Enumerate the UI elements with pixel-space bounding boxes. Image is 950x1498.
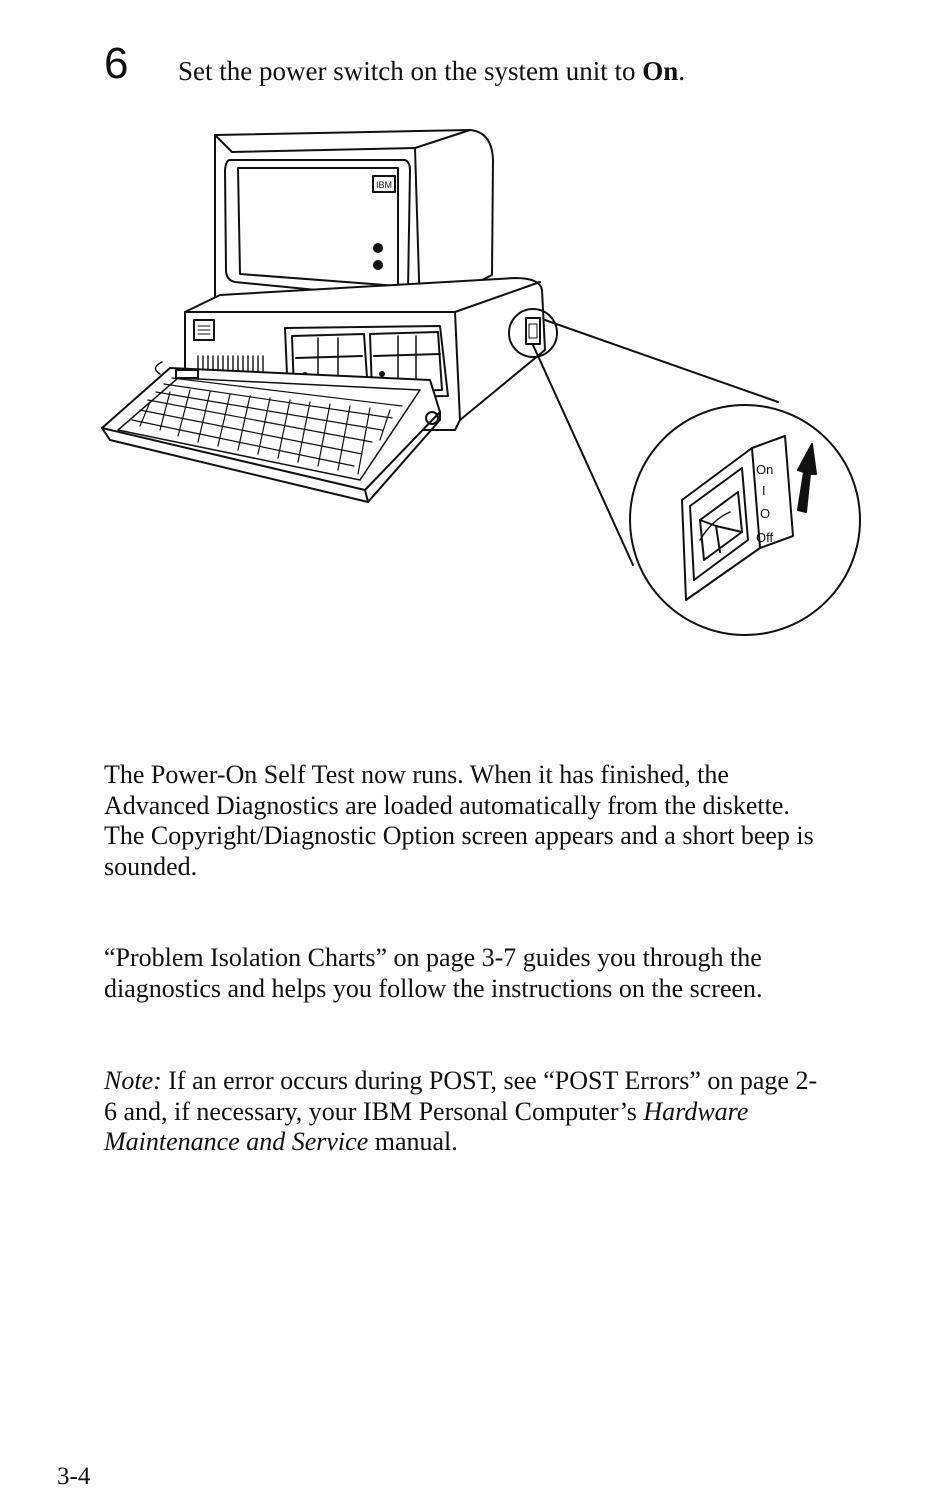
note-text-2: manual.	[368, 1127, 458, 1156]
paragraph-isolation-charts: “Problem Isolation Charts” on page 3-7 g…	[104, 943, 763, 1003]
keyboard-logo-badge	[175, 369, 199, 379]
unit-logo-badge	[193, 319, 215, 341]
paragraph-post-runs: The Power-On Self Test now runs. When it…	[104, 760, 814, 881]
note-text-1: If an error occurs during POST, see “POS…	[104, 1066, 818, 1126]
power-switch-closeup: On I O Off	[629, 404, 861, 636]
switch-label-i: I	[762, 483, 766, 498]
page-number: 3-4	[57, 1463, 91, 1490]
up-arrow-icon	[797, 443, 817, 513]
note-paragraph: Note: If an error occurs during POST, se…	[104, 1066, 824, 1158]
step-text-bold: On	[642, 56, 679, 86]
monitor-logo: IBM	[376, 180, 392, 190]
unit-power-switch	[525, 317, 541, 345]
zoom-line-lower	[532, 344, 634, 566]
pc-power-switch-illustration: IBM	[101, 129, 861, 636]
note-label: Note:	[104, 1066, 162, 1095]
monitor-logo-badge	[372, 175, 396, 193]
step-text-before: Set the power switch on the system unit …	[178, 56, 643, 86]
diskette-drive-b	[369, 331, 443, 393]
switch-label-off: Off	[756, 530, 773, 545]
step-instruction: Set the power switch on the system unit …	[178, 54, 685, 88]
step-text-after: .	[678, 56, 685, 86]
switch-label-on: On	[756, 462, 773, 477]
zoom-line-upper	[544, 319, 779, 403]
monitor-knob-1	[373, 243, 383, 253]
monitor-knob-2	[373, 260, 383, 270]
step-number: 6	[104, 39, 129, 88]
switch-label-o: O	[760, 506, 770, 521]
keyboard-connector	[425, 411, 439, 425]
zoom-source-circle	[508, 308, 558, 358]
unit-vent	[197, 355, 264, 373]
keyboard-keys	[131, 377, 403, 475]
keyboard	[101, 361, 441, 503]
manual-title: Hardware Maintenance and Service	[104, 1096, 749, 1157]
